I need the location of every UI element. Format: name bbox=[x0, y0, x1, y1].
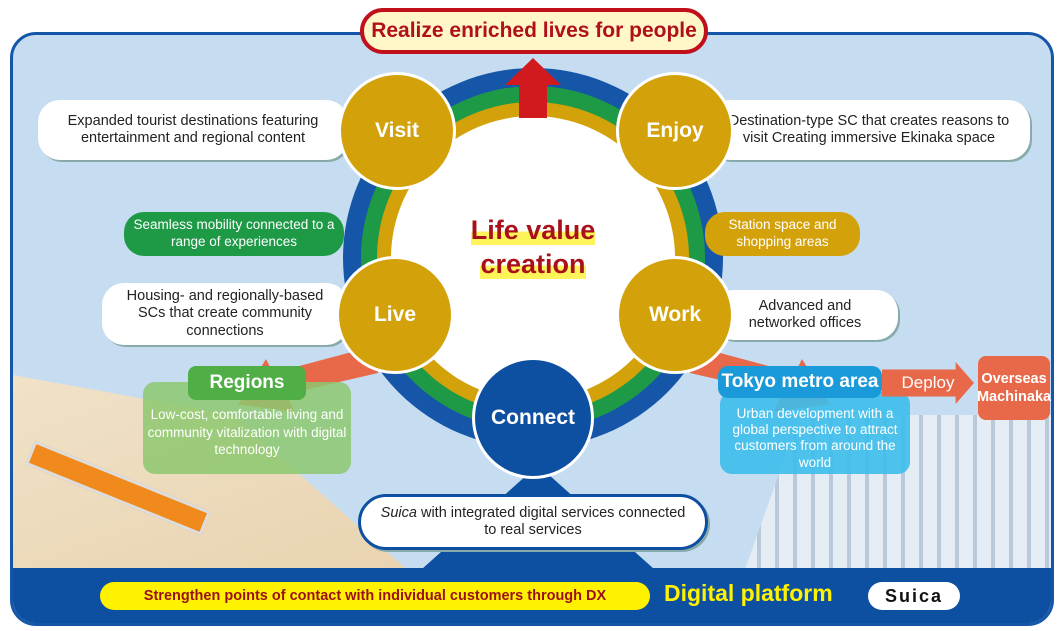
visit-node: Visit bbox=[338, 72, 456, 190]
live-node: Live bbox=[336, 256, 454, 374]
suica-services-box: Suica with integrated digital services c… bbox=[358, 494, 708, 550]
center-line2: creation bbox=[480, 248, 586, 279]
regions-title: Regions bbox=[188, 366, 306, 400]
tokyo-box: Urban development with a global perspect… bbox=[720, 392, 910, 474]
suica-logo: Suica bbox=[868, 582, 960, 610]
suica-rest: with integrated digital services connect… bbox=[416, 505, 686, 539]
title-banner: Realize enriched lives for people bbox=[360, 8, 708, 54]
work-node: Work bbox=[616, 256, 734, 374]
tokyo-title: Tokyo metro area bbox=[718, 366, 882, 398]
life-value-creation: Life value creation bbox=[430, 214, 636, 282]
connect-node: Connect bbox=[472, 357, 594, 479]
suica-italic: Suica bbox=[380, 505, 417, 521]
live-description: Housing- and regionally-based SCs that c… bbox=[102, 283, 348, 345]
strengthen-pill: Strengthen points of contact with indivi… bbox=[100, 582, 650, 610]
enjoy-node: Enjoy bbox=[616, 72, 734, 190]
regions-box: Low-cost, comfortable living and communi… bbox=[143, 382, 351, 474]
station-description: Station space and shopping areas bbox=[705, 212, 860, 256]
visit-description: Expanded tourist destinations featuring … bbox=[38, 100, 348, 160]
overseas-box: Overseas Machinaka bbox=[977, 356, 1051, 420]
center-line1: Life value bbox=[470, 215, 596, 245]
work-description: Advanced and networked offices bbox=[712, 290, 898, 340]
digital-platform-label: Digital platform bbox=[664, 580, 833, 606]
mobility-description: Seamless mobility connected to a range o… bbox=[124, 212, 344, 256]
enjoy-description: Destination-type SC that creates reasons… bbox=[708, 100, 1030, 160]
